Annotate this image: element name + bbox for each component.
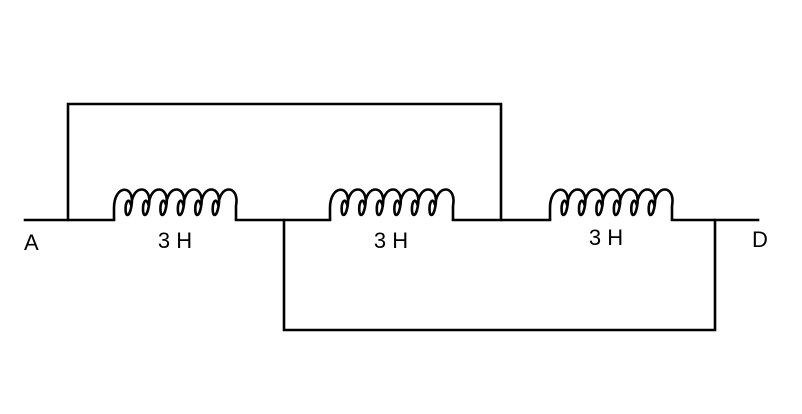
inductor-3-coil [548,188,674,220]
inductor-2-coil [328,188,455,220]
inductor-1-label: 3 H [158,228,192,253]
terminal-d-label: D [752,227,768,252]
lower-bypass-wire [282,218,717,332]
inductor-1-coil [112,188,238,220]
inductor-3-label: 3 H [589,225,623,250]
upper-bypass-wire [66,102,503,222]
inductor-2-label: 3 H [374,228,408,253]
terminal-a-label: A [24,230,39,255]
